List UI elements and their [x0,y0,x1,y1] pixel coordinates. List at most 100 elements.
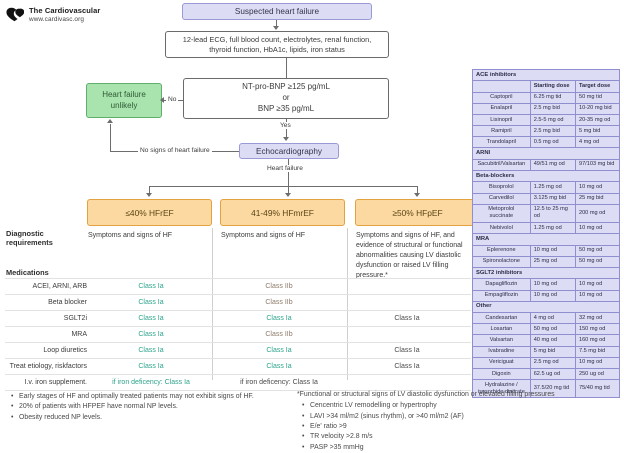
medication-class-hfmref: Class Ia [215,342,343,359]
medication-class-hfpef [343,374,471,391]
drug-header-blank [472,80,531,93]
diagnostic-label-line-2: requirements [6,238,53,248]
drug-name: Losartan [472,323,531,336]
drug-target-dose: 7.5 mg bid [574,345,621,358]
heart-icon [6,8,24,22]
drug-name: Carvedilol [472,192,531,205]
drug-group-row: SGLT2 inhibitors [472,266,620,280]
drug-starting-dose: 2.5 mg bid [529,102,576,115]
drug-starting-dose: 1.25 mg od [529,181,576,194]
medication-class-hfmref: if iron deficency: Class Ia [215,374,343,391]
connector-unlikely-riser [110,124,111,151]
medication-name: Loop diuretics [5,342,87,359]
edge-label-no: No [166,96,179,103]
drug-starting-dose: 37.5/20 mg tid [529,379,576,399]
drug-target-dose: 50 mg od [574,244,621,257]
drug-name: Digoxin [472,367,531,381]
brand-logo-block: The Cardiovascular www.cardivasc.org [6,6,101,23]
connector-branch-left [149,186,150,194]
drug-target-dose: 4 mg od [574,136,621,149]
drug-name: Candesartan [472,312,531,325]
drug-target-dose: 20-35 mg od [574,113,621,127]
connector-branch-mid [288,186,289,194]
drug-name: Nebivolol [472,221,531,235]
hf-unlikely-line-1: Heart failure [102,89,146,99]
drug-target-dose: 200 mg od [574,203,621,223]
criteria-hfmref: Symptoms and signs of HF [221,232,306,239]
label-diagnostic-requirements: Diagnostic requirements [6,229,76,248]
node-hfref: ≤40% HFrEF [87,199,212,226]
drug-header-target-dose: Target dose [574,80,621,93]
medication-class-hfref: Class Ia [87,326,215,343]
drug-target-dose: 32 mg od [574,312,621,325]
drug-target-dose: 10 mg od [574,181,621,194]
drug-header-starting-dose: Starting dose [529,80,576,93]
medication-class-hfpef [343,326,471,343]
bnp-line-1: NT-pro-BNP ≥125 pg/mL [242,82,330,92]
medication-class-hfref: Class Ia [87,358,215,375]
medication-class-hfref: Class Ia [87,342,215,359]
medication-name: Beta blocker [5,294,87,311]
medication-name: ACEI, ARNI, ARB [5,278,87,295]
drug-group-name: Other [472,300,620,314]
drug-name: Captopril [472,91,531,104]
medication-class-hfmref: Class IIb [215,294,343,311]
footnote-item: E/e' ratio >9 [302,422,617,433]
drug-starting-dose: 10 mg od [529,278,576,291]
medication-name: MRA [5,326,87,343]
drug-starting-dose: 10 mg od [529,289,576,302]
drug-name: Trandolapril [472,136,531,149]
label-medications: Medications [6,268,49,277]
medication-class-hfmref: Class IIb [215,326,343,343]
node-initial-workup: 12-lead ECG, full blood count, electroly… [165,31,389,58]
drug-target-dose: 10 mg od [574,356,621,369]
criteria-hfpef: Symptoms and signs of HF, and evidence o… [356,232,463,279]
drug-target-dose: 10-20 mg bid [574,102,621,115]
medication-class-hfref: if iron deficency: Class Ia [87,374,215,391]
drug-target-dose: 10 mg od [574,289,621,302]
drug-starting-dose: 25 mg od [529,255,576,268]
footnote-item: TR velocity >2.8 m/s [302,432,617,443]
footnote-item: 20% of patients with HFPEF have normal N… [11,402,291,413]
footnotes-right: *Functional or structural signs of LV di… [297,390,617,453]
drug-name: Enalapril [472,102,531,115]
drug-group-row: Beta-blockers [472,170,620,183]
arrow-down-echo [283,137,289,141]
medication-class-hfpef [343,278,471,295]
drug-group-name: ACE inhibitors [472,68,620,82]
arrow-up-unlikely [107,119,113,123]
brand-name: The Cardiovascular [29,6,101,15]
drug-starting-dose: 4 mg od [529,312,576,325]
drug-group-name: SGLT2 inhibitors [472,266,620,280]
drug-name: Hydralazine / isosorbide dinitrate [472,379,531,399]
drug-group-row: ACE inhibitors [472,68,620,82]
drug-name: Vericiguat [472,356,531,369]
drug-group-name: ARNI [472,147,620,160]
medication-class-hfmref: Class Ia [215,310,343,327]
medication-class-hfref: Class Ia [87,278,215,295]
footnote-item: Cencentric LV remodelling or hypertrophy [302,401,617,412]
drug-starting-dose: 6.25 mg tid [529,91,576,104]
drug-target-dose: 50 mg tid [574,91,621,104]
hf-unlikely-line-2: unlikely [110,100,138,110]
criteria-hfref: Symptoms and signs of HF [88,232,173,239]
drug-name: Spironolactone [472,255,531,268]
drug-starting-dose: 12.5 to 25 mg od [529,203,576,223]
